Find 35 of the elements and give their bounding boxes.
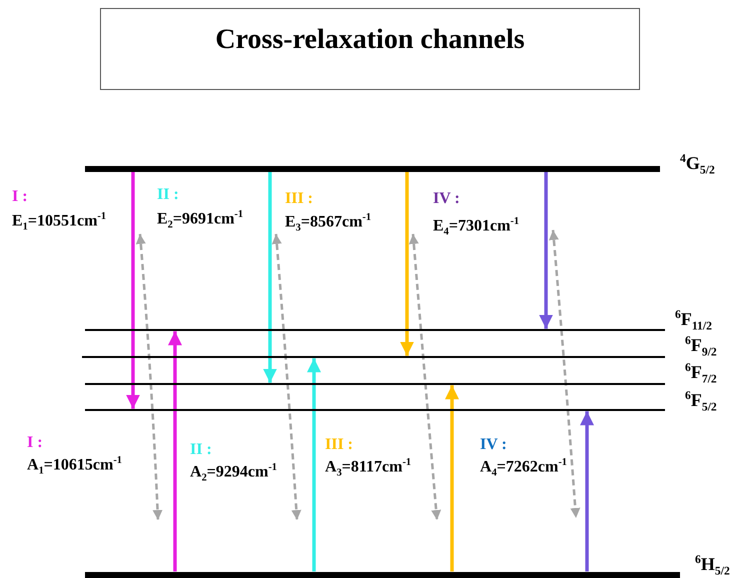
transition-arrow <box>580 411 594 572</box>
channel-label: IV : <box>480 436 507 454</box>
level-label: $^{6}$F$_{5/2}$ <box>685 389 717 414</box>
energy-level-line <box>85 382 665 386</box>
energy-value: E$_{4}$=7301cm$^{-1}$ <box>433 216 520 238</box>
level-label: $^{6}$F$_{11/2}$ <box>675 308 712 333</box>
energy-value: A$_{4}$=7262cm$^{-1}$ <box>480 457 567 479</box>
channel-label: IV : <box>433 190 460 208</box>
channel-label: I : <box>12 188 28 206</box>
transition-arrow <box>445 385 459 572</box>
energy-value: A$_{2}$=9294cm$^{-1}$ <box>190 462 277 484</box>
energy-value: E$_{3}$=8567cm$^{-1}$ <box>285 212 372 234</box>
channel-label: III : <box>325 436 354 454</box>
energy-level-line <box>82 356 665 358</box>
transition-arrow <box>168 331 182 572</box>
channel-label: I : <box>27 434 43 452</box>
transition-arrow <box>307 358 321 572</box>
level-label: $^{6}$H$_{5/2}$ <box>695 553 730 578</box>
diagram-title: Cross-relaxation channels <box>214 24 526 56</box>
level-label: $^{6}$F$_{9/2}$ <box>685 334 717 359</box>
transition-arrow <box>539 172 553 329</box>
channel-label: III : <box>285 190 314 208</box>
transition-arrow <box>263 172 277 383</box>
level-label: $^{4}$G$_{5/2}$ <box>680 152 715 177</box>
transition-arrow <box>400 172 414 356</box>
energy-value: A$_{1}$=10615cm$^{-1}$ <box>27 455 122 477</box>
energy-level-line <box>85 408 665 412</box>
channel-label: II : <box>157 186 179 204</box>
energy-value: A$_{3}$=8117cm$^{-1}$ <box>325 457 412 479</box>
energy-level-line <box>85 328 665 332</box>
level-label: $^{6}$F$_{7/2}$ <box>685 361 717 386</box>
energy-value: E$_{1}$=10551cm$^{-1}$ <box>12 211 106 233</box>
transition-arrow <box>126 172 140 409</box>
channel-label: II : <box>190 441 212 459</box>
energy-value: E$_{2}$=9691cm$^{-1}$ <box>157 209 244 231</box>
